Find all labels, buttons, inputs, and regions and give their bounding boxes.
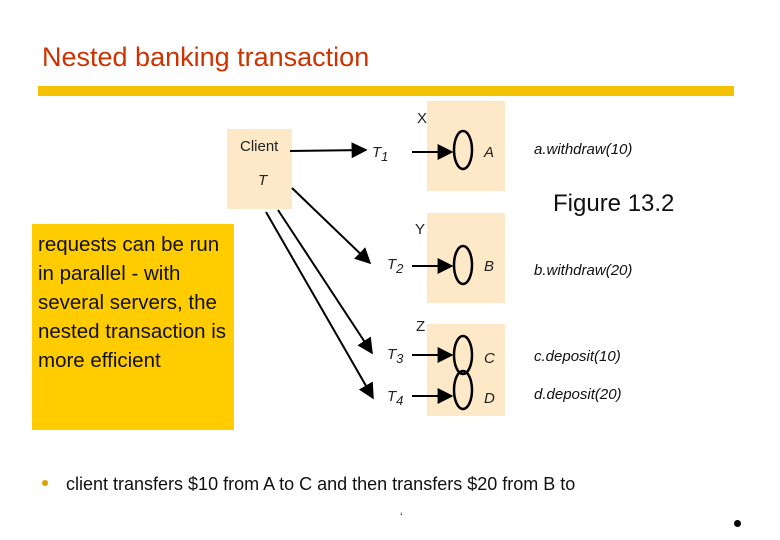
account-c-label: C [484, 350, 495, 367]
arrow-client-to-t4 [265, 211, 374, 400]
arrow-client-to-t3 [277, 209, 373, 355]
figure-label: Figure 13.2 [553, 190, 675, 217]
account-a-label: A [484, 144, 495, 161]
footer-mark: ‘ [400, 510, 403, 524]
account-b-label: B [484, 258, 495, 275]
t2-label: T2 [387, 256, 404, 276]
client-label: Client [240, 138, 279, 155]
server-y-label: Y [415, 221, 426, 238]
t3-label: T3 [387, 346, 404, 366]
operation-a-withdraw: a.withdraw(10) [534, 141, 633, 158]
page-title: Nested banking transaction [42, 42, 370, 72]
account-c-shape [452, 334, 474, 376]
operation-b-withdraw: b.withdraw(20) [534, 262, 633, 279]
server-z-label: Z [416, 318, 426, 335]
client-panel [227, 129, 292, 209]
note-box: requests can be run in parallel - with s… [32, 224, 234, 430]
account-d-label: D [484, 390, 495, 407]
t4-label: T4 [387, 388, 404, 408]
title-underline-bar [38, 86, 734, 96]
bullet-icon [42, 480, 48, 486]
account-a-shape [452, 129, 474, 171]
operation-c-deposit: c.deposit(10) [534, 348, 621, 365]
t1-label: T1 [372, 144, 389, 164]
corner-dot [734, 520, 741, 527]
arrow-client-to-t2 [291, 187, 372, 265]
operation-d-deposit: d.deposit(20) [534, 386, 622, 403]
account-b-shape [452, 244, 474, 286]
note-text: requests can be run in parallel - with s… [38, 233, 227, 372]
bullet-text: client transfers $10 from A to C and the… [66, 474, 576, 494]
server-x-label: X [417, 110, 428, 127]
account-d-shape [452, 369, 474, 411]
arrow-client-to-t1 [289, 142, 368, 159]
client-transaction-label: T [258, 172, 268, 189]
